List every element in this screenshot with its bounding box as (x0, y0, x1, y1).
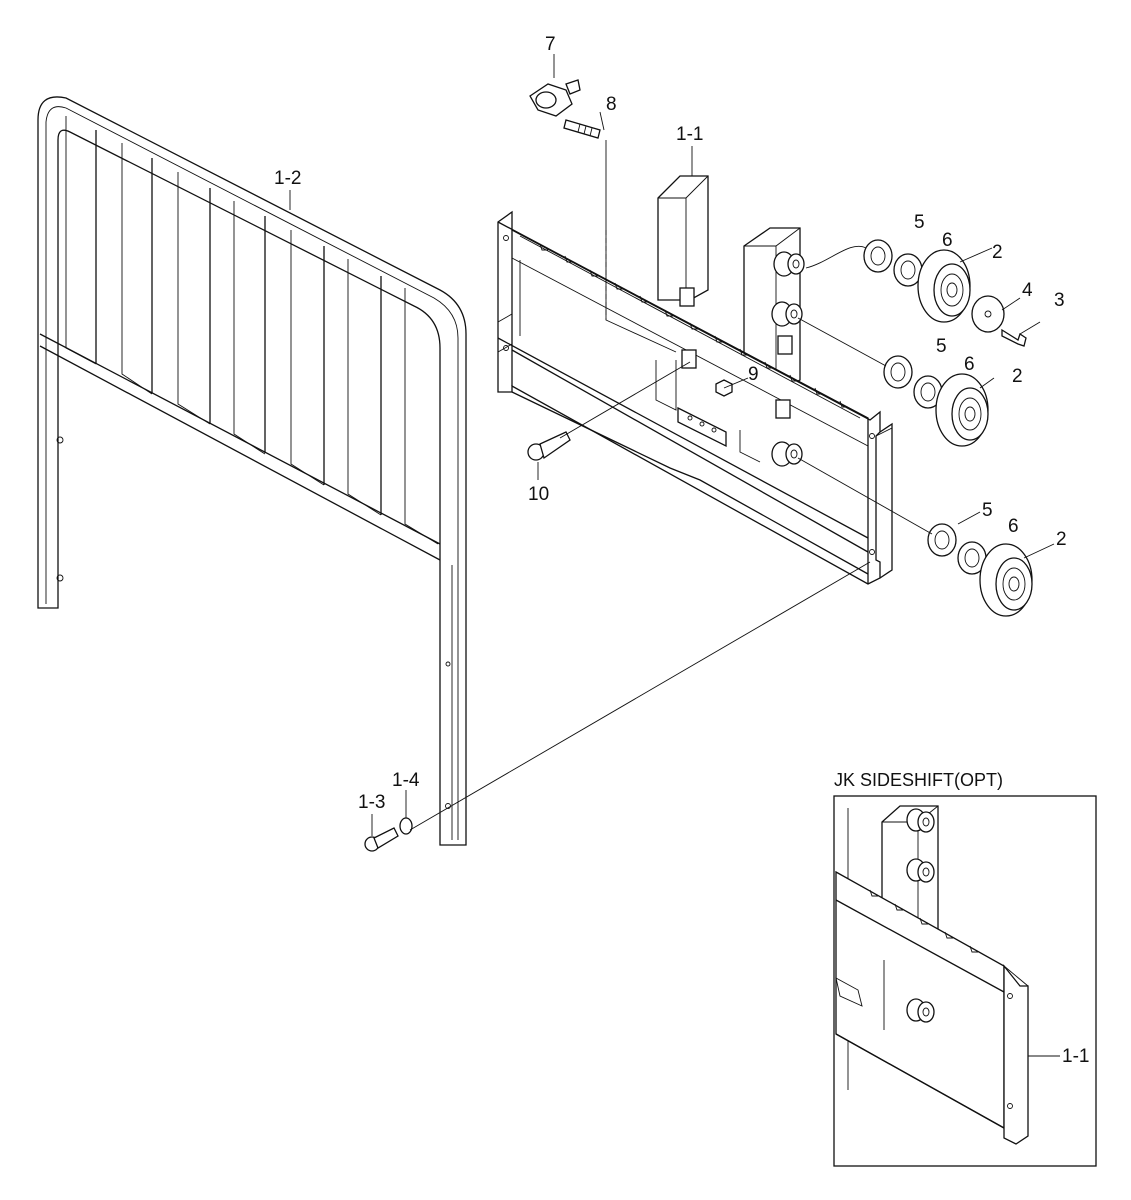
label-1-1-main: 1-1 (676, 124, 703, 145)
label-2-upper: 2 (992, 242, 1003, 263)
inset-frame (833, 795, 1097, 1167)
roller-set-lower (927, 523, 1033, 617)
label-5-middle: 5 (936, 336, 947, 357)
top-rail-notches (539, 243, 848, 408)
washer-5-upper (863, 239, 893, 273)
carriage (497, 175, 893, 585)
label-1-3: 1-3 (358, 792, 385, 813)
label-8: 8 (606, 94, 617, 115)
label-2-middle: 2 (1012, 366, 1023, 387)
label-10: 10 (528, 484, 549, 505)
inset-jk-sideshift: JK SIDESHIFT(OPT) 1-1 (833, 770, 1097, 1167)
roller-set-upper (863, 239, 1027, 347)
label-1-1-inset: 1-1 (1062, 1046, 1089, 1067)
label-3: 3 (1054, 290, 1065, 311)
label-6-middle: 6 (964, 354, 975, 375)
label-4: 4 (1022, 280, 1033, 301)
roller-studs (771, 251, 805, 467)
label-1-4: 1-4 (392, 770, 420, 791)
label-2-lower: 2 (1056, 529, 1067, 550)
label-9: 9 (748, 364, 759, 385)
label-5-lower: 5 (982, 500, 993, 521)
inset-notches (869, 889, 978, 953)
washer-1-4 (399, 817, 413, 835)
inset-title: JK SIDESHIFT(OPT) (834, 770, 1003, 790)
bolt-1-3 (364, 827, 399, 852)
load-backrest (37, 96, 467, 846)
label-6-lower: 6 (1008, 516, 1019, 537)
bolt-10 (527, 431, 571, 461)
label-5-upper: 5 (914, 212, 925, 233)
backrest-bars (65, 116, 439, 545)
label-7: 7 (545, 34, 556, 55)
stopper-7 (529, 79, 581, 117)
roller-set-middle (883, 355, 989, 447)
bolt-8 (563, 119, 601, 139)
label-1-2: 1-2 (274, 168, 301, 189)
plate-4 (971, 295, 1005, 333)
callout-labels: 7 8 1-1 1-2 5 6 2 4 3 5 6 2 9 10 5 6 2 1… (274, 34, 1067, 813)
label-6-upper: 6 (942, 230, 953, 251)
leader-lines (289, 54, 1055, 836)
